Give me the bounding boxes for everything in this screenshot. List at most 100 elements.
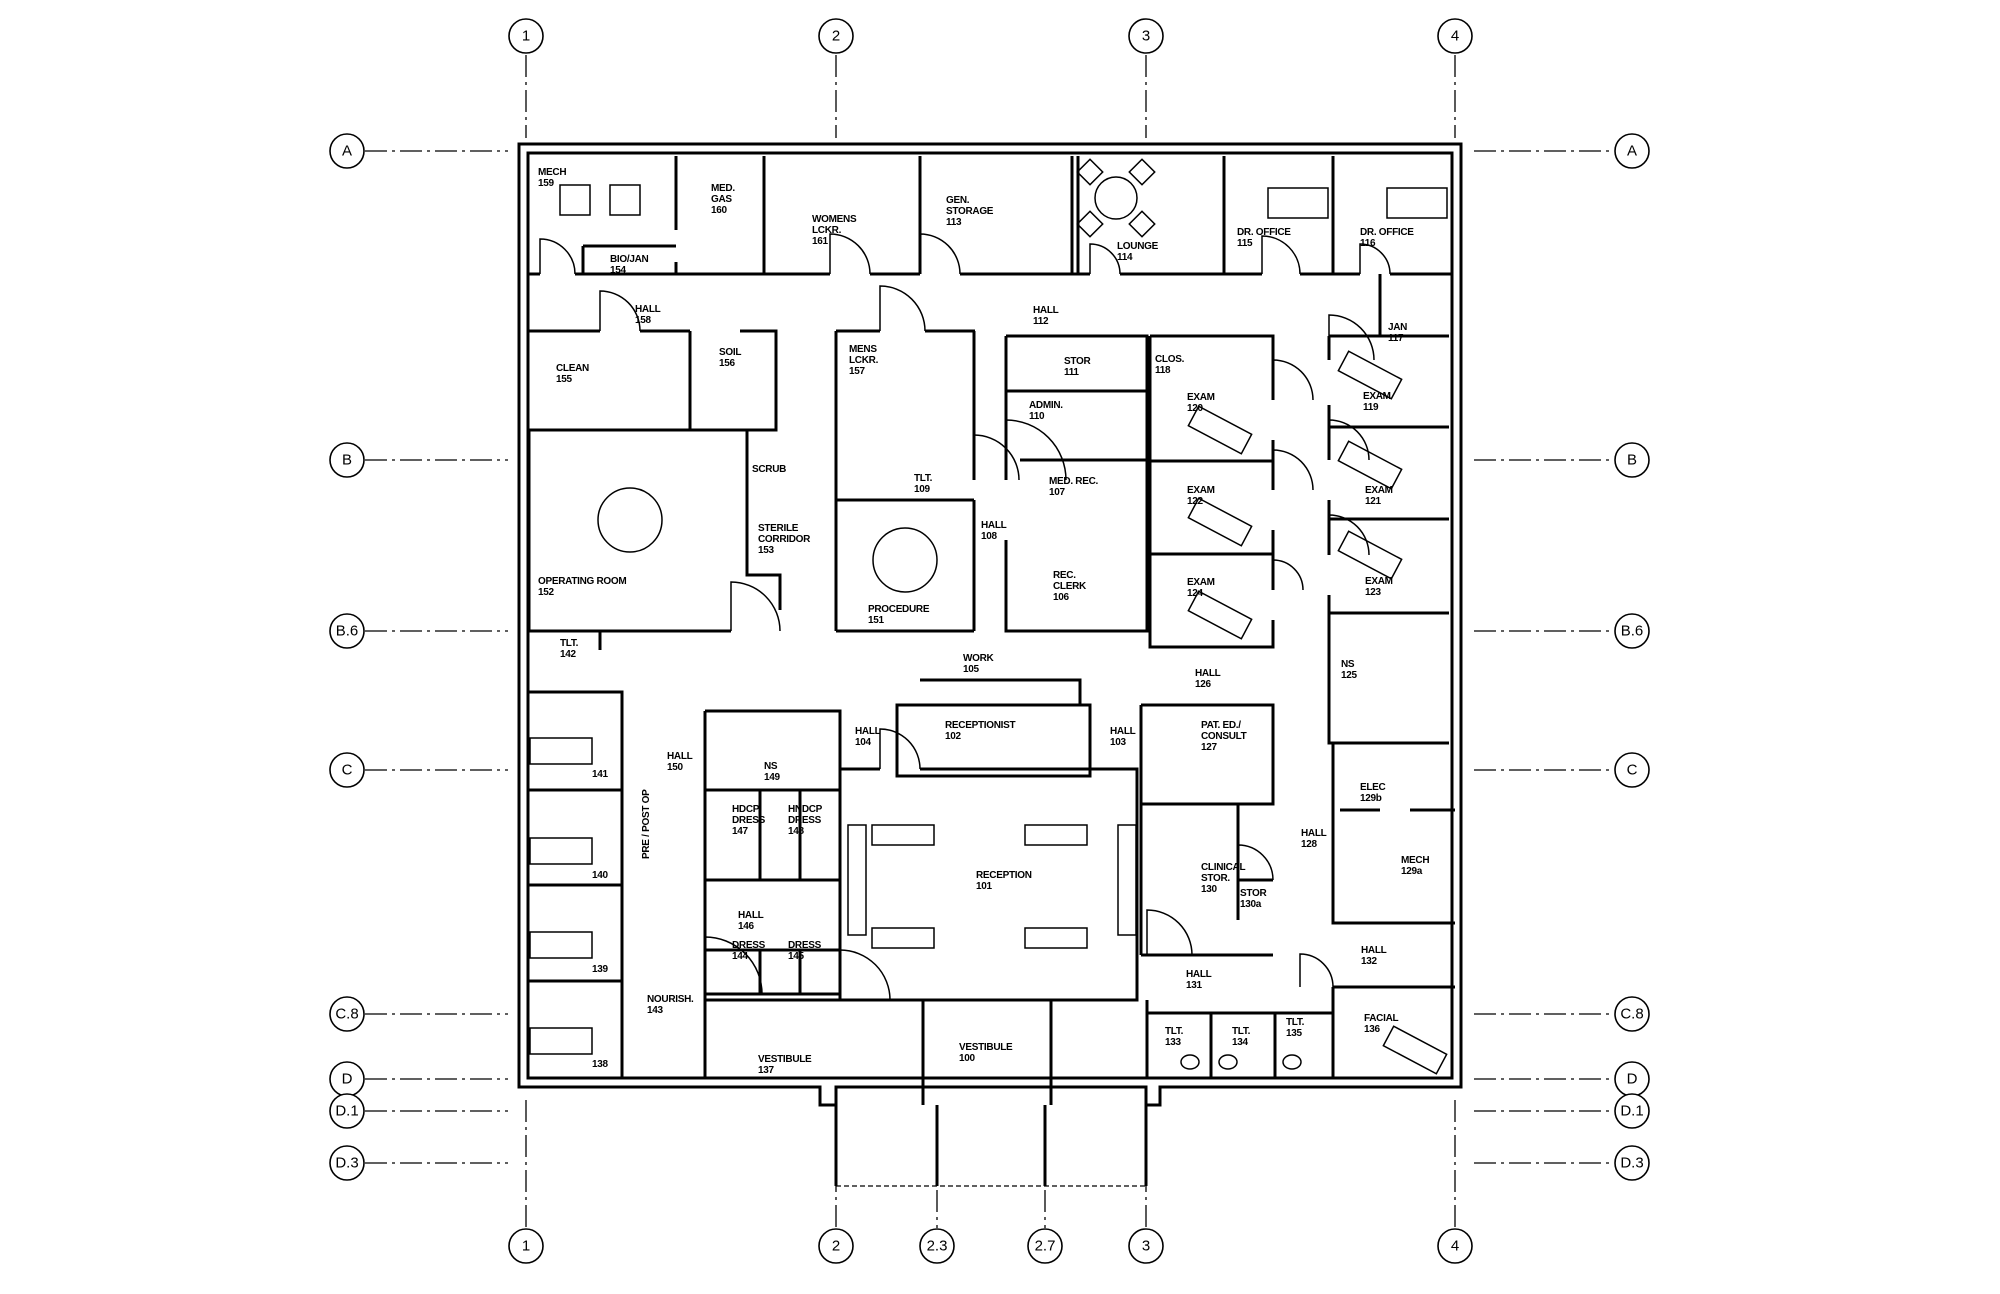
room-name: EXAM bbox=[1187, 392, 1215, 403]
room-number: 137 bbox=[758, 1065, 775, 1076]
room-name: ADMIN. bbox=[1029, 400, 1063, 411]
room-number: 119 bbox=[1363, 402, 1379, 413]
room-number: 139 bbox=[592, 964, 609, 975]
bed bbox=[529, 737, 593, 765]
room-name: RECEPTIONIST bbox=[945, 720, 1015, 731]
room-number: 140 bbox=[592, 870, 609, 881]
room-number: 133 bbox=[1165, 1037, 1182, 1048]
room-number: 147 bbox=[732, 826, 749, 837]
toilet bbox=[1218, 1054, 1238, 1070]
room-number: 103 bbox=[1110, 737, 1127, 748]
seating bbox=[1024, 927, 1088, 949]
room-number: 157 bbox=[849, 366, 866, 377]
room-name: HALL bbox=[855, 726, 881, 737]
grid-bubble bbox=[1614, 613, 1650, 649]
door-swing bbox=[1359, 243, 1391, 275]
room-name: MECH bbox=[538, 167, 566, 178]
room-name: HALL bbox=[981, 520, 1007, 531]
door-swing bbox=[839, 949, 891, 1001]
room-number: 146 bbox=[738, 921, 755, 932]
door-swing bbox=[919, 233, 961, 275]
wall bbox=[528, 329, 778, 432]
room-name: CLEAN bbox=[556, 363, 589, 374]
room-label: TLT.109 bbox=[914, 473, 933, 495]
door-swing bbox=[704, 936, 763, 995]
room-number: 106 bbox=[1053, 592, 1070, 603]
exam-table bbox=[1337, 440, 1403, 490]
room-number: 149 bbox=[764, 772, 781, 783]
room-number: 144 bbox=[732, 951, 749, 962]
room-label: NOURISH.143 bbox=[647, 994, 694, 1016]
grid-bubble bbox=[1614, 442, 1650, 478]
grid-column-label: 1 bbox=[522, 1238, 530, 1255]
grid-row-label: C.8 bbox=[1620, 1006, 1643, 1023]
grid-row-label: D bbox=[1627, 1071, 1638, 1088]
door-swing bbox=[1272, 359, 1314, 401]
grid-bubble bbox=[1437, 1228, 1473, 1264]
room-name: NS bbox=[1341, 659, 1355, 670]
room-name: WOMENS bbox=[812, 214, 857, 225]
grid-column-label: 3 bbox=[1142, 1238, 1150, 1255]
room-name: NS bbox=[764, 761, 778, 772]
room-number: 120 bbox=[1187, 403, 1204, 414]
grid-row-label: D bbox=[342, 1071, 353, 1088]
room-number: 118 bbox=[1155, 365, 1171, 376]
room-number: 129a bbox=[1401, 866, 1423, 877]
wall bbox=[834, 329, 976, 633]
room-number: 148 bbox=[788, 826, 805, 837]
room-name: NOURISH. bbox=[647, 994, 694, 1005]
surgical-light bbox=[597, 487, 663, 553]
grid-bubble bbox=[508, 18, 544, 54]
grid-column-label: 4 bbox=[1451, 28, 1459, 45]
grid-bubble bbox=[329, 996, 365, 1032]
room-number: 128 bbox=[1301, 839, 1318, 850]
grid-row-label: C.8 bbox=[335, 1006, 358, 1023]
bed bbox=[529, 931, 593, 959]
room-name: HALL bbox=[667, 751, 693, 762]
room-name: HALL bbox=[1186, 969, 1212, 980]
grid-bubble bbox=[329, 752, 365, 788]
room-number: 100 bbox=[959, 1053, 976, 1064]
room-name: DRESS bbox=[732, 940, 766, 951]
room-name: EXAM bbox=[1187, 577, 1215, 588]
room-number: 104 bbox=[855, 737, 872, 748]
room-number: 115 bbox=[1237, 238, 1253, 249]
room-name: DR. OFFICE bbox=[1360, 227, 1414, 238]
grid-column-label: 2 bbox=[832, 1238, 840, 1255]
grid-bubble bbox=[1027, 1228, 1063, 1264]
door-swing bbox=[599, 290, 641, 332]
room-number: 125 bbox=[1341, 670, 1358, 681]
room-number: 112 bbox=[1033, 316, 1049, 327]
room-number: 122 bbox=[1187, 496, 1204, 507]
wall bbox=[527, 430, 782, 633]
room-name: FACIAL bbox=[1364, 1013, 1399, 1024]
room-number: 127 bbox=[1201, 742, 1218, 753]
room-number: 116 bbox=[1360, 238, 1376, 249]
wall bbox=[834, 1105, 1148, 1186]
room-number: 117 bbox=[1388, 333, 1404, 344]
grid-row-label: B bbox=[1627, 452, 1637, 469]
room-number: 153 bbox=[758, 545, 775, 556]
room-name: STOR bbox=[1064, 356, 1091, 367]
chair bbox=[1128, 210, 1156, 238]
grid-row-label: D.1 bbox=[335, 1103, 358, 1120]
mech-unit bbox=[559, 184, 591, 216]
wall bbox=[526, 631, 624, 1078]
room-name: HDCP bbox=[732, 804, 760, 815]
